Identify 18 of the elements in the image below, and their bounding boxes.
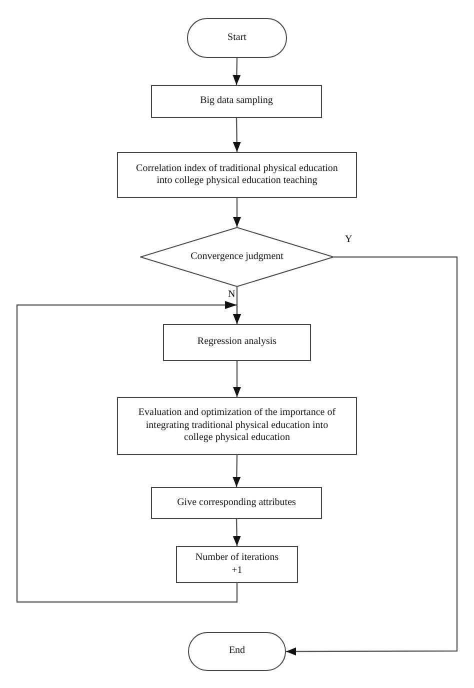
node-text: Correlation index of traditional physical education into college physical education teaching — [136, 162, 338, 188]
node-text: Evaluation and optimization of the importance of integrating traditional physical education into college physical education — [137, 407, 337, 445]
decision-diamond — [140, 227, 334, 287]
node-text: Start — [228, 32, 246, 44]
node-text: Regression analysis — [197, 336, 277, 349]
process-box — [163, 324, 311, 361]
process-box — [151, 85, 322, 118]
node-text: Number of iterations +1 — [194, 552, 280, 577]
process-box — [151, 487, 322, 519]
node-text: End — [228, 645, 246, 658]
process-box — [117, 152, 357, 198]
node-text: Give corresponding attributes — [177, 496, 296, 510]
edge-label: Y — [344, 234, 354, 245]
process-box — [117, 397, 357, 455]
node-text: Big data sampling — [200, 95, 273, 108]
node-text: Convergence judgment — [190, 250, 284, 264]
edge-label: N — [227, 289, 236, 300]
process-box — [176, 546, 298, 583]
